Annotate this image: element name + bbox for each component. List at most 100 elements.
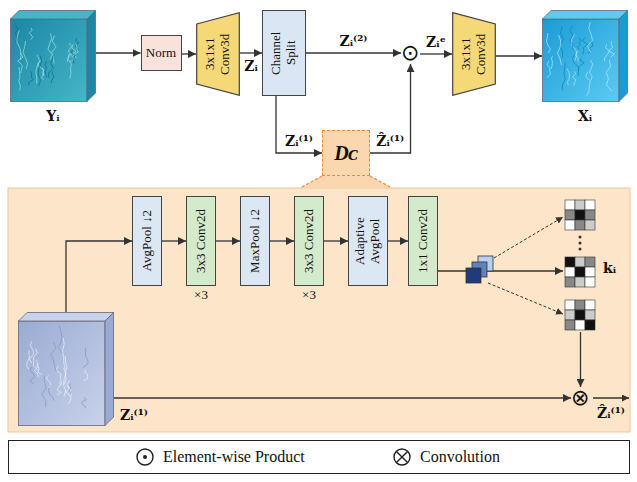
tensor-label: Zᵢ⁽¹⁾ xyxy=(120,407,148,423)
kernel-cell xyxy=(575,310,585,320)
edge-label: Zᵢᵉ xyxy=(425,34,447,50)
product-operator: ⊙ xyxy=(401,42,420,64)
shape-part xyxy=(587,22,592,52)
edge-label: Zᵢ⁽²⁾ xyxy=(338,33,368,49)
legend-entry: Convolution xyxy=(392,441,500,473)
kernel-cell xyxy=(585,220,595,230)
dot xyxy=(579,236,582,239)
shape-part xyxy=(543,11,628,20)
kernel-cell xyxy=(585,320,595,330)
kernel-cell xyxy=(585,200,595,210)
layer-name: 3x3 Conv2d xyxy=(194,209,209,273)
shape-part xyxy=(579,58,585,69)
shape-part xyxy=(570,26,573,50)
shape-graphic xyxy=(10,10,96,102)
shape-part xyxy=(562,62,565,90)
connector xyxy=(496,55,542,56)
shape-part xyxy=(69,384,71,394)
shape-part xyxy=(57,382,61,395)
connector xyxy=(580,332,581,387)
shape-part xyxy=(45,61,47,77)
convolution-operator: ⊗ xyxy=(571,387,590,409)
layer-name: 3x1x1 Conv3d xyxy=(203,29,233,79)
pool-box: AvgPool ↓2 xyxy=(132,196,162,286)
kernel-cell xyxy=(565,257,575,267)
legend-box: Element-wise Product Convolution xyxy=(8,440,630,474)
shape-part xyxy=(83,348,88,368)
shape-part xyxy=(572,71,576,85)
connector xyxy=(270,240,294,241)
kernel-cell xyxy=(565,200,575,210)
shape-part xyxy=(590,60,593,80)
shape-part xyxy=(67,43,71,62)
connector xyxy=(216,240,240,241)
conv2d-box: 1x1 Conv2d xyxy=(408,196,438,286)
kernel-vector xyxy=(466,268,481,283)
kernel-vectors xyxy=(466,256,493,283)
shape-part xyxy=(11,11,96,20)
kernel-cell xyxy=(565,267,575,277)
shape-part xyxy=(19,321,106,426)
kernel-cell xyxy=(585,300,595,310)
input-tensor: Yᵢ xyxy=(10,10,96,102)
shape-graphic xyxy=(18,312,114,426)
shape-part xyxy=(82,398,87,409)
kernel-cell xyxy=(585,257,595,267)
conv2d-box: 3x3 Conv2d×3 xyxy=(294,196,324,286)
shape-part xyxy=(48,33,52,59)
zoom-line xyxy=(300,176,322,188)
shape-part xyxy=(573,53,579,75)
legend-text: Element-wise Product xyxy=(163,448,305,466)
kernel-cell xyxy=(565,220,575,230)
layer-name: Adaptive AvgPool xyxy=(353,206,383,276)
conv3d-trapezoid: 3x1x1 Conv3d xyxy=(452,12,496,96)
kernel-cell xyxy=(575,300,585,310)
shape-part xyxy=(558,35,562,65)
connector xyxy=(276,96,322,153)
shape-part xyxy=(30,341,34,363)
shape-part xyxy=(547,33,551,53)
dot xyxy=(579,248,582,251)
shape-part xyxy=(11,19,88,102)
legend-symbol xyxy=(135,447,155,467)
shape-part xyxy=(586,72,591,96)
shape-part xyxy=(42,376,46,407)
shape-part xyxy=(582,38,587,55)
kernel-cell xyxy=(585,277,595,287)
edge-label: Zᵢ⁽¹⁾ xyxy=(284,133,314,149)
connector xyxy=(438,270,563,271)
shape-part xyxy=(576,51,579,61)
ellipsis-dots xyxy=(579,236,582,251)
kernel-cell xyxy=(575,277,585,287)
tensor-label: Yᵢ xyxy=(0,108,116,124)
kernel-cell xyxy=(565,277,575,287)
connector xyxy=(182,53,197,54)
shape-part xyxy=(547,61,551,78)
kernel-cell xyxy=(585,210,595,220)
layer-name: 1x1 Conv2d xyxy=(416,209,431,273)
layer-name: 3x3 Conv2d xyxy=(302,209,317,273)
layer-name: MaxPool ↓2 xyxy=(248,209,263,273)
module-name: Dᴄ xyxy=(334,142,358,165)
kernel-stack: kᵢ xyxy=(563,198,597,332)
shape-part xyxy=(137,449,153,465)
output-label: Ẑᵢ⁽¹⁾ xyxy=(597,405,625,421)
connector xyxy=(96,52,141,53)
connector xyxy=(324,240,348,241)
shape-part xyxy=(17,30,21,60)
pool-box: MaxPool ↓2 xyxy=(240,196,270,286)
connector xyxy=(240,52,262,53)
shape-part xyxy=(567,69,570,85)
module-box: Dᴄ xyxy=(322,130,370,176)
kernel-cell xyxy=(575,267,585,277)
conv2d-box: 3x3 Conv2d×3 xyxy=(186,196,216,286)
kernel-cell xyxy=(585,267,595,277)
kernel-grid xyxy=(565,257,595,287)
shape-part xyxy=(29,71,34,85)
legend-entry: Element-wise Product xyxy=(135,441,305,473)
shape-part xyxy=(84,370,88,381)
connector xyxy=(388,240,408,241)
shape-part xyxy=(51,342,56,372)
shape-part xyxy=(58,325,62,353)
kernel-cell xyxy=(565,210,575,220)
